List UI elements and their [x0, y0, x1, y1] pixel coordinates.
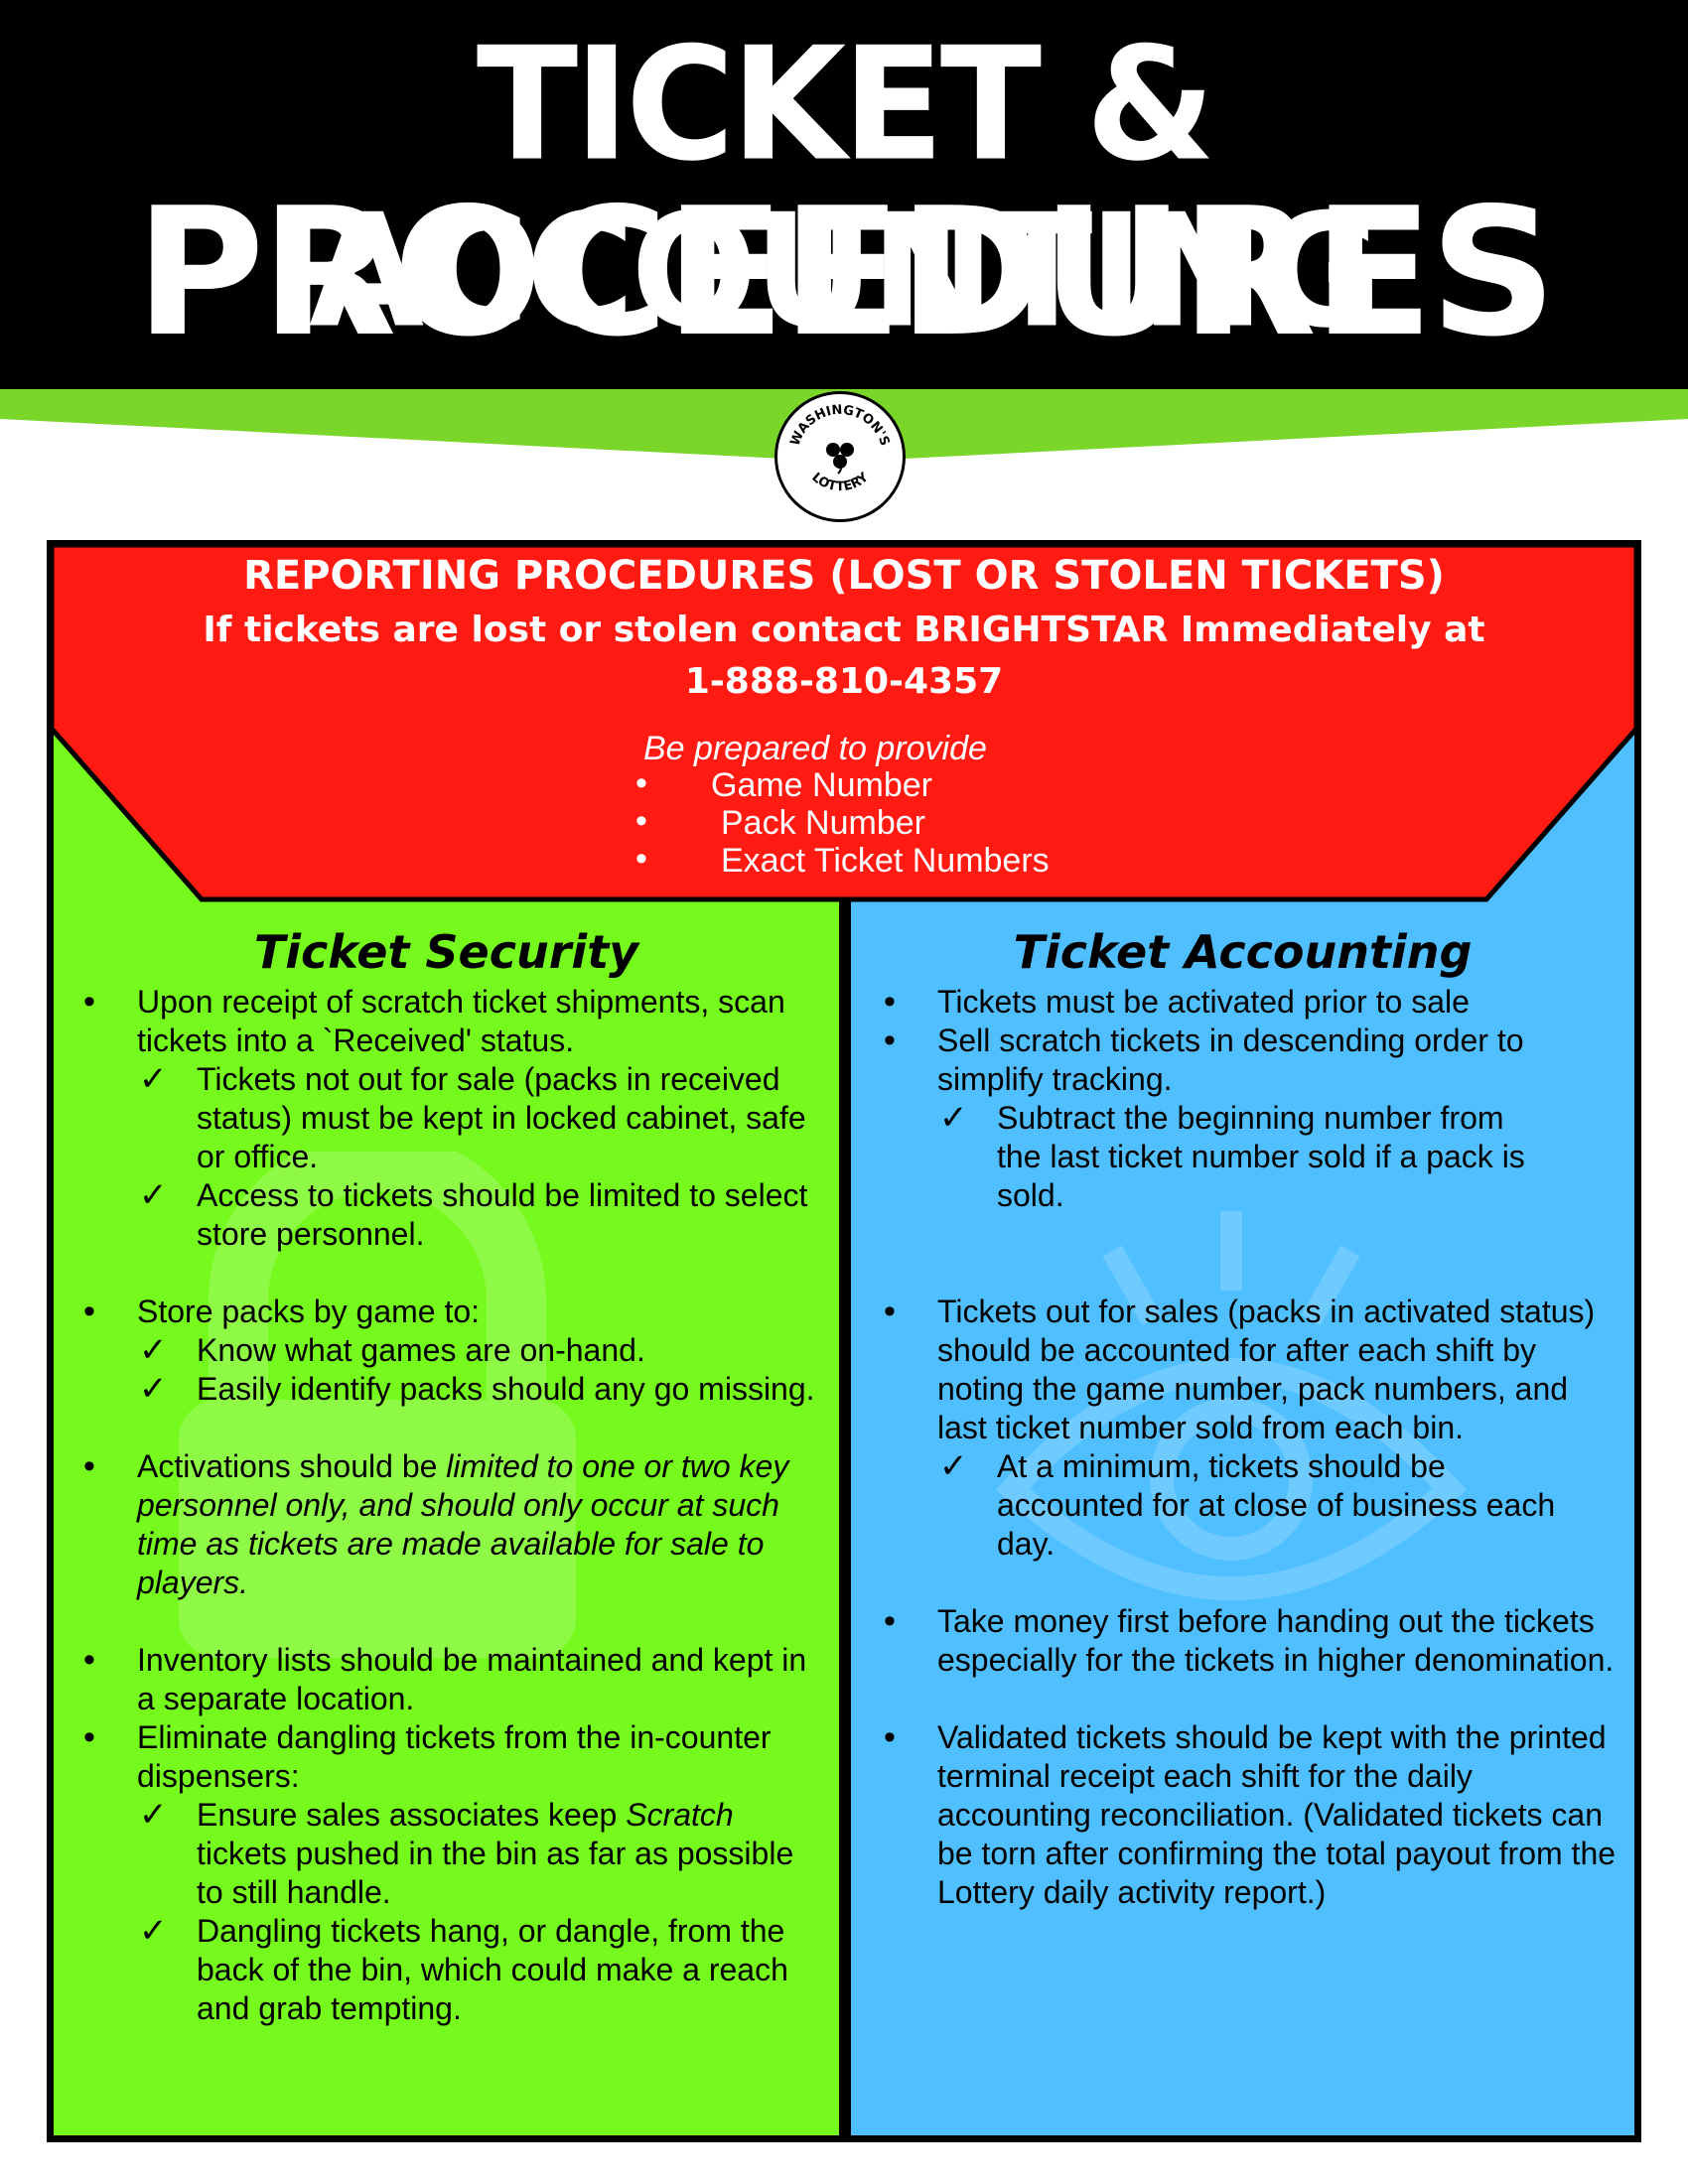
- list-item: • Inventory lists should be maintained a…: [83, 1641, 807, 1716]
- reporting-instruction: If tickets are lost or stolen contact BR…: [203, 610, 1485, 650]
- check-item: ✓ Easily identify packs should any go mi…: [139, 1370, 815, 1408]
- list-item: Exact Ticket Numbers: [635, 840, 1050, 880]
- ticket-security-list: • Upon receipt of scratch ticket shipmen…: [83, 983, 818, 2028]
- checkmark-icon: ✓: [139, 1796, 168, 1834]
- bullet-icon: •: [884, 983, 896, 1021]
- ticket-accounting-heading: Ticket Accounting: [1013, 925, 1473, 979]
- bullet-icon: •: [83, 1447, 95, 1485]
- lock-watermark-icon: [179, 1152, 576, 1658]
- checkmark-icon: ✓: [139, 1060, 168, 1098]
- logo-text-top: WASHINGTON'S: [788, 403, 893, 448]
- bullet-icon: •: [884, 1602, 896, 1640]
- list-item: • Sell scratch tickets in descending ord…: [884, 1022, 1524, 1097]
- clover-icon: [826, 443, 854, 475]
- bullet-icon: •: [83, 983, 95, 1021]
- checkmark-icon: ✓: [139, 1912, 168, 1950]
- eye-watermark-icon: [996, 1211, 1467, 1600]
- bullet-icon: •: [884, 1293, 896, 1330]
- check-item: ✓ Know what games are on-hand.: [139, 1331, 645, 1369]
- checkmark-icon: ✓: [939, 1447, 968, 1485]
- list-item: • Upon receipt of scratch ticket shipmen…: [83, 983, 785, 1058]
- logo-text-bottom: LOTTERY: [808, 470, 872, 494]
- bullet-icon: •: [83, 1718, 95, 1756]
- check-item: ✓ Access to tickets should be limited to…: [139, 1176, 808, 1252]
- list-item: • Tickets must be activated prior to sal…: [884, 983, 1470, 1021]
- page-title-line2: PROCEEDURES: [135, 170, 1557, 375]
- bullet-icon: •: [83, 1293, 95, 1330]
- list-item: • Validated tickets should be kept with …: [884, 1718, 1617, 1910]
- lottery-logo: WASHINGTON'S LOTTERY: [774, 391, 906, 522]
- prepare-label: Be prepared to provide: [643, 730, 987, 767]
- check-item: ✓ At a minimum, tickets should be accoun…: [939, 1447, 1556, 1562]
- list-item: • Store packs by game to:: [83, 1293, 481, 1330]
- bullet-icon: •: [884, 1718, 896, 1756]
- list-item: • Eliminate dangling tickets from the in…: [83, 1718, 772, 1794]
- bullet-icon: •: [83, 1641, 95, 1679]
- check-item: ✓ Tickets not out for sale (packs in rec…: [139, 1060, 806, 1174]
- list-item: Game Number: [635, 764, 1050, 804]
- list-item: • Activations should be limited to one o…: [83, 1447, 789, 1600]
- checkmark-icon: ✓: [139, 1331, 168, 1369]
- reporting-banner-border: [49, 542, 1639, 902]
- header-banner: [0, 0, 1688, 389]
- bullet-icon: •: [884, 1022, 896, 1059]
- page-title-line1: TICKET & ACCOUNTING: [309, 14, 1383, 363]
- check-item: ✓ Ensure sales associates keep Scratch t…: [139, 1796, 794, 1910]
- reporting-phone: 1-888-810-4357: [684, 661, 1004, 702]
- checkmark-icon: ✓: [139, 1370, 168, 1408]
- ticket-security-heading: Ticket Security: [253, 925, 639, 979]
- checkmark-icon: ✓: [139, 1176, 168, 1214]
- checkmark-icon: ✓: [939, 1099, 968, 1137]
- list-item: • Take money first before handing out th…: [884, 1602, 1615, 1678]
- check-item: ✓ Subtract the beginning number from the…: [939, 1099, 1525, 1213]
- list-item: • Tickets out for sales (packs in activa…: [884, 1293, 1596, 1445]
- reporting-title: REPORTING PROCEDURES (LOST OR STOLEN TIC…: [243, 553, 1445, 599]
- prepare-list: Game Number Pack Number Exact Ticket Num…: [635, 764, 1050, 880]
- check-item: ✓ Dangling tickets hang, or dangle, from…: [139, 1912, 788, 2026]
- ticket-accounting-list: • Tickets must be activated prior to sal…: [884, 983, 1618, 1912]
- list-item: Pack Number: [635, 802, 1050, 842]
